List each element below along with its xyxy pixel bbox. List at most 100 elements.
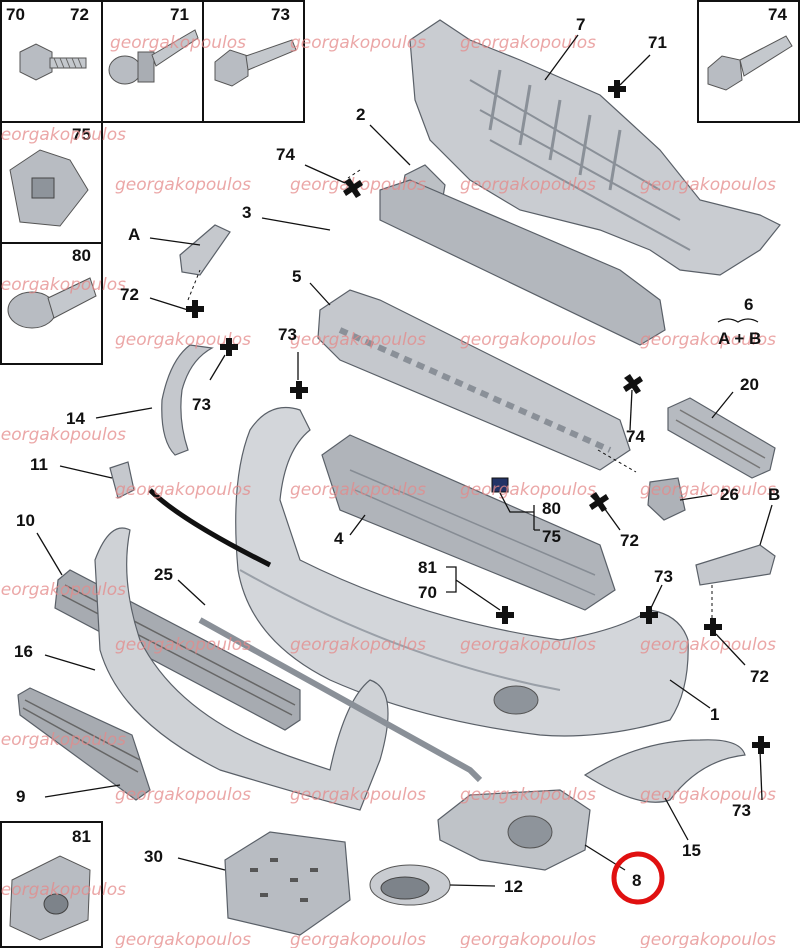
callout-73-box: 73: [271, 5, 290, 24]
callout-25: 25: [154, 565, 173, 584]
x-marker-icon: [623, 374, 643, 394]
inset-box-73: 73: [202, 0, 305, 123]
plus-marker-icon: [220, 338, 238, 356]
part-14-side-bracket: [161, 344, 214, 456]
callout-73-left: 73: [192, 395, 211, 414]
watermark: georgakopoulos: [460, 785, 596, 805]
inset-box-71: 71: [101, 0, 204, 123]
plus-marker-icon: [704, 618, 722, 636]
callout-14: 14: [66, 409, 85, 428]
watermark: georgakopoulos: [115, 785, 251, 805]
callout-73-right: 73: [654, 567, 673, 586]
callout-72-mid: 72: [620, 531, 639, 550]
watermark: georgakopoulos: [290, 33, 426, 53]
callout-74-mid: 74: [626, 427, 645, 446]
screw-74-icon: [707, 35, 793, 91]
watermark: georgakopoulos: [0, 730, 126, 750]
watermark: georgakopoulos: [115, 330, 251, 350]
watermark: georgakopoulos: [460, 175, 596, 195]
callout-15: 15: [682, 841, 701, 860]
callout-74-top: 74: [276, 145, 295, 164]
callout-1: 1: [710, 705, 719, 724]
part-B-bracket: [695, 544, 776, 586]
callout-B: B: [768, 485, 780, 504]
watermark: georgakopoulos: [115, 175, 251, 195]
callout-6: 6: [744, 295, 753, 314]
callout-80: 80: [542, 499, 561, 518]
callout-A: A: [128, 225, 140, 244]
callout-4: 4: [334, 529, 344, 548]
part-A-bracket: [179, 224, 231, 276]
plus-marker-icon: [290, 381, 308, 399]
watermarks: georgakopoulos georgakopoulos georgakopo…: [0, 33, 776, 948]
callout-73-bottom: 73: [732, 801, 751, 820]
watermark: georgakopoulos: [640, 480, 776, 500]
watermark: georgakopoulos: [290, 480, 426, 500]
part-12-fog-ring: [369, 864, 451, 906]
highlighted-part-8[interactable]: 8: [611, 851, 665, 905]
part-8-fog-bracket: [437, 789, 591, 871]
part-16-trim-strip: [94, 527, 389, 811]
plus-marker-icon: [608, 80, 626, 98]
callout-80-box: 80: [72, 246, 91, 265]
callout-81-box: 81: [72, 827, 91, 846]
watermark: georgakopoulos: [110, 33, 246, 53]
screw-71-icon: [108, 29, 199, 85]
watermark: georgakopoulos: [640, 635, 776, 655]
watermark: georgakopoulos: [0, 880, 126, 900]
callout-16: 16: [14, 642, 33, 661]
clip-75-icon: [9, 149, 89, 227]
callout-2: 2: [356, 105, 365, 124]
watermark: georgakopoulos: [290, 635, 426, 655]
part-20-side-grille: [667, 397, 776, 479]
callout-72-left: 72: [120, 285, 139, 304]
callout-11: 11: [30, 455, 48, 474]
watermark: georgakopoulos: [0, 580, 126, 600]
watermark: georgakopoulos: [460, 330, 596, 350]
callout-72: 72: [70, 5, 89, 24]
callout-70: 70: [6, 5, 25, 24]
part-26-clip: [647, 477, 686, 521]
part-9-grille: [17, 687, 151, 801]
rivet-80-icon: [7, 277, 97, 329]
callout-72-right: 72: [750, 667, 769, 686]
watermark: georgakopoulos: [290, 785, 426, 805]
plus-marker-icon: [186, 300, 204, 318]
callout-10: 10: [16, 511, 35, 530]
part-5-energy-absorber: [317, 289, 631, 471]
callout-71: 71: [648, 33, 667, 52]
callout-75-box: 75: [72, 125, 91, 144]
plus-marker-icon: [640, 606, 658, 624]
callout-labels: 7 71 2 74 3 A 72 5 6 A + B 73 73 14 20 7…: [14, 15, 780, 896]
callout-3: 3: [242, 203, 251, 222]
callout-30: 30: [144, 847, 163, 866]
watermark: georgakopoulos: [290, 930, 426, 948]
plus-marker-icon: [752, 736, 770, 754]
callout-73-upper: 73: [278, 325, 297, 344]
screw-70-72-icon: [19, 43, 87, 81]
callout-74-box: 74: [768, 5, 787, 24]
watermark: georgakopoulos: [640, 175, 776, 195]
callout-81: 81: [418, 558, 437, 577]
watermark: georgakopoulos: [460, 33, 596, 53]
part-7-upper-grille-frame: [409, 19, 781, 276]
leader-lines: [36, 34, 773, 887]
watermark: georgakopoulos: [640, 785, 776, 805]
inset-box-70-72: 70 72: [0, 0, 103, 123]
part-3-impact-beam: [379, 179, 666, 346]
part-15-fog-cover: [583, 739, 746, 803]
x-marker-icon: [589, 492, 609, 512]
inset-box-80: 80: [0, 242, 103, 365]
watermark: georgakopoulos: [460, 930, 596, 948]
watermark: georgakopoulos: [0, 125, 126, 145]
part-30-clip-kit: [224, 831, 351, 936]
part-11-bracket: [109, 461, 272, 568]
callout-7: 7: [576, 15, 585, 34]
callout-71-box: 71: [170, 5, 189, 24]
watermark: georgakopoulos: [115, 930, 251, 948]
callout-5: 5: [292, 267, 301, 286]
callout-6-sub: A + B: [718, 329, 761, 348]
callout-9: 9: [16, 787, 25, 806]
inset-box-74: 74: [697, 0, 800, 123]
